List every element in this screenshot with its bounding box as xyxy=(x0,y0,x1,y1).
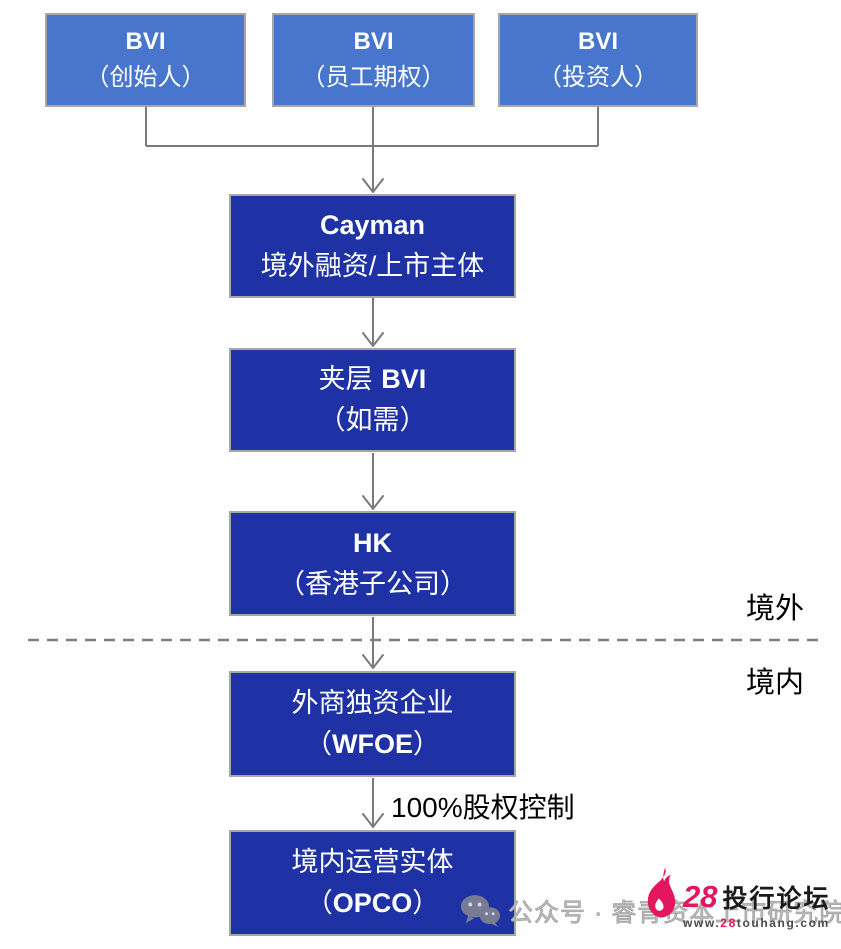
logo-url-number: 28 xyxy=(720,916,737,930)
logo-text: 28 投行论坛 www.28touhang.com xyxy=(683,866,831,930)
box-subtitle: （如需） xyxy=(318,405,427,435)
box-title-en: BVI xyxy=(381,364,427,394)
wfoe-abbr: WFOE xyxy=(332,729,413,759)
down-arrow-icon xyxy=(362,178,384,193)
logo-url-rest: touhang.com xyxy=(736,916,830,930)
box-title: BVI xyxy=(577,28,618,55)
box-title: Cayman xyxy=(319,210,426,240)
box-title: BVI xyxy=(353,28,394,55)
box-subtitle: （员工期权） xyxy=(301,64,446,91)
down-arrow-icon xyxy=(362,332,384,347)
bvi-founders-box: BVI （创始人） xyxy=(45,13,246,107)
box-title: 外商独资企业 xyxy=(291,688,454,718)
bvi-esop-box: BVI （员工期权） xyxy=(272,13,475,107)
box-title: BVI xyxy=(125,28,166,55)
mezzanine-bvi-box: 夹层 BVI （如需） xyxy=(229,348,516,452)
box-subtitle: （香港子公司） xyxy=(278,568,467,599)
logo-title: 28 投行论坛 xyxy=(683,879,831,915)
flame-icon xyxy=(647,867,676,918)
wechat-icon xyxy=(460,895,501,927)
onshore-label: 境内 xyxy=(746,667,805,699)
logo-name: 投行论坛 xyxy=(722,885,831,913)
box-subtitle: （投资人） xyxy=(538,64,658,91)
box-subtitle: （创始人） xyxy=(85,64,206,91)
touhang-logo: 28 投行论坛 www.28touhang.com xyxy=(646,866,831,930)
paren-open: （ xyxy=(305,729,332,759)
box-title-cn: 夹层 xyxy=(318,364,373,394)
opco-box: 境内运营实体 （OPCO） xyxy=(229,830,516,936)
offshore-label: 境外 xyxy=(746,593,805,625)
hk-box: HK （香港子公司） xyxy=(229,511,516,616)
down-arrow-icon xyxy=(362,495,384,510)
box-subtitle: （WFOE） xyxy=(305,724,440,765)
box-title: HK xyxy=(353,527,392,558)
logo-number: 28 xyxy=(683,879,718,914)
box-subtitle: （OPCO） xyxy=(306,883,440,924)
box-title: 境内运营实体 xyxy=(291,847,454,877)
cayman-box: Cayman 境外融资/上市主体 xyxy=(229,194,516,298)
box-subtitle: 境外融资/上市主体 xyxy=(260,251,485,281)
box-title: 夹层 BVI xyxy=(319,359,427,400)
logo-url: www.28touhang.com xyxy=(683,916,831,930)
opco-abbr: OPCO xyxy=(332,888,413,918)
equity-control-label: 100%股权控制 xyxy=(391,792,575,823)
logo-url-www: www. xyxy=(683,916,721,930)
paren-close: ） xyxy=(412,888,440,918)
paren-open: （ xyxy=(305,888,333,918)
wfoe-box: 外商独资企业 （WFOE） xyxy=(229,671,516,777)
bvi-investors-box: BVI （投资人） xyxy=(498,13,698,107)
paren-close: ） xyxy=(413,729,440,759)
down-arrow-icon xyxy=(362,654,384,669)
down-arrow-icon xyxy=(362,813,384,828)
